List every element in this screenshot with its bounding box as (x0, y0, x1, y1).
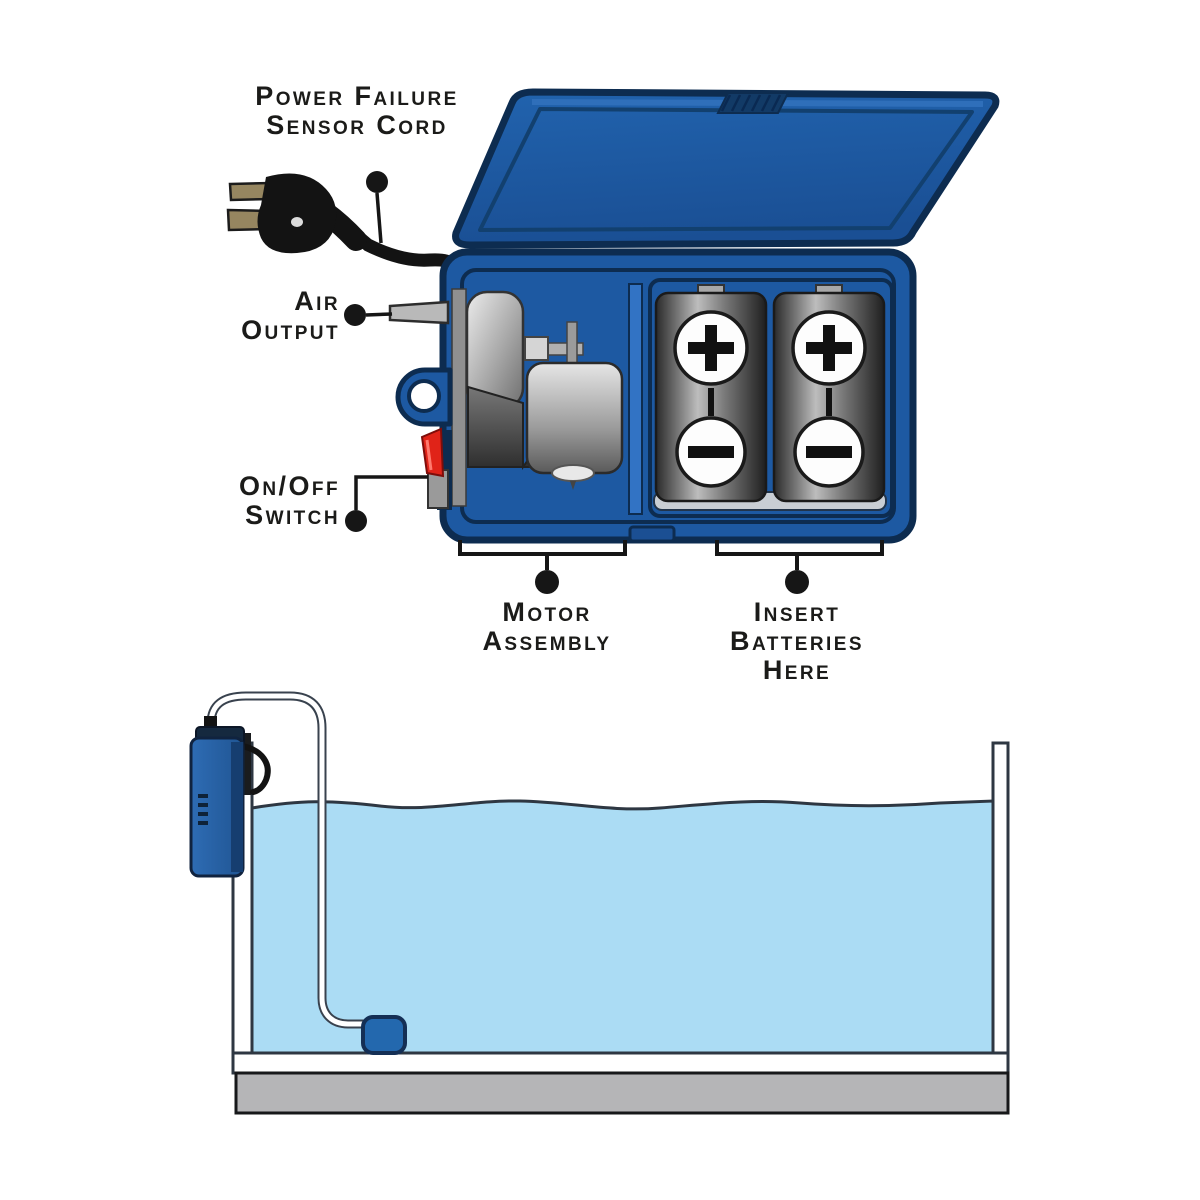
sensor-cord-label-line1: Power Failure (255, 81, 459, 111)
air-output-leader-line (365, 312, 393, 317)
switch-rocker (420, 427, 445, 478)
negative-terminal-icon (688, 446, 734, 458)
tube-core (208, 693, 373, 1027)
water (250, 799, 995, 1055)
motor-assembly (451, 288, 624, 507)
on-off-switch-label: On/Off Switch (140, 472, 340, 530)
loop-hole (407, 379, 441, 413)
motor-assembly-label: Motor Assembly (427, 598, 667, 656)
hanging-loop (395, 367, 453, 427)
battery-right (772, 284, 886, 503)
power-failure-sensor-cord (226, 171, 460, 271)
plug-highlight (291, 217, 303, 227)
switch-highlight (425, 439, 433, 471)
sensor-cord-leader-line (375, 192, 383, 244)
tank-bottom-glass (231, 1051, 1010, 1075)
batteries-bracket-line (715, 540, 884, 556)
motor-side-panel (451, 288, 467, 507)
tank-base-stand (234, 1071, 1010, 1115)
pump-box-lid (452, 88, 1000, 249)
air-output-nozzle (388, 300, 450, 325)
pump-grille-icon (198, 794, 208, 825)
pump-side-panel (231, 742, 243, 872)
motor-cylinder (525, 361, 624, 475)
on-off-callout-dot (345, 510, 367, 532)
aquarium-tank (231, 741, 1010, 1115)
motor-pin (566, 321, 578, 368)
terminal-connector-line (826, 388, 832, 416)
on-off-callout (345, 475, 428, 532)
pump-hanger-bracket (241, 733, 251, 795)
on-off-switch (420, 427, 452, 510)
box-bottom-tab (628, 525, 676, 543)
air-output-callout (344, 304, 393, 326)
positive-terminal-icon (806, 325, 852, 371)
airstone (361, 1015, 407, 1055)
insert-batteries-label: Insert Batteries Here (677, 598, 917, 685)
negative-terminal-icon (806, 446, 852, 458)
sensor-cord-callout-dot (366, 171, 388, 193)
air-output-label-line1: Air (294, 286, 340, 316)
plug-body (257, 173, 337, 254)
tank-right-wall (991, 741, 1010, 1075)
motor-base (551, 464, 595, 482)
power-plug-icon (226, 173, 337, 254)
battery-left (654, 284, 768, 503)
motor-assembly-label-line1: Motor (502, 597, 592, 627)
on-off-switch-label-line2: Switch (245, 500, 340, 530)
backup-pump-unit (189, 716, 271, 878)
airline-tube (206, 691, 375, 1029)
positive-terminal-icon (688, 325, 734, 371)
batteries-callout-dot (785, 570, 809, 594)
motor-callout-dot (535, 570, 559, 594)
air-output-callout-dot (344, 304, 366, 326)
motor-base-tip (570, 481, 576, 490)
lid-face (452, 88, 1000, 249)
motor-assembly-label-line2: Assembly (482, 626, 612, 656)
insert-batteries-label-line3: Here (762, 655, 832, 685)
lid-latch-icon (716, 92, 790, 114)
on-off-switch-label-line1: On/Off (238, 471, 340, 501)
compartment-divider (628, 283, 643, 515)
insert-batteries-label-line1: Insert (753, 597, 841, 627)
battery-compartment (648, 278, 894, 518)
air-output-label: Air Output (140, 287, 340, 345)
batteries-callout (715, 540, 884, 594)
insert-batteries-label-line2: Batteries (730, 626, 864, 656)
on-off-leader-line (354, 475, 428, 510)
sensor-cord-label-line2: Sensor Cord (266, 110, 448, 140)
motor-bracket-line (458, 540, 627, 556)
motor-hub (524, 336, 549, 361)
terminal-connector-line (708, 388, 714, 416)
sensor-cord-label: Power Failure Sensor Cord (197, 82, 517, 140)
pump-cord (239, 743, 271, 795)
motor-callout (458, 540, 627, 594)
air-output-label-line2: Output (241, 315, 340, 345)
lid-inner-edge (478, 107, 974, 232)
